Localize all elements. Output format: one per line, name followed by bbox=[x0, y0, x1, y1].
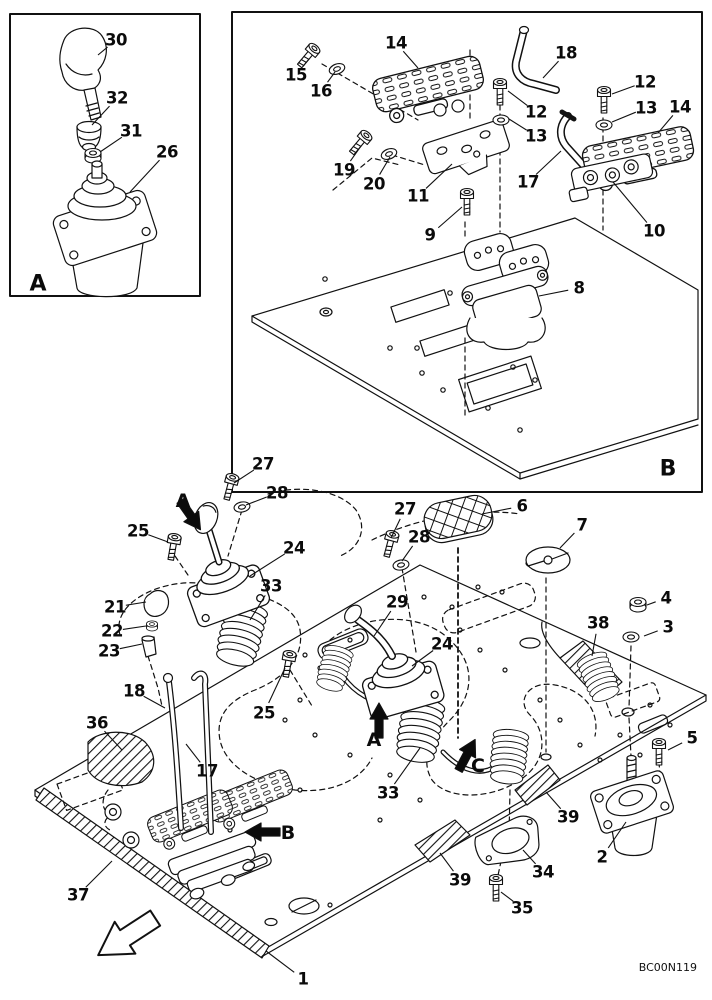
pedal-part-14-left bbox=[369, 53, 490, 128]
leader-line-2 bbox=[607, 821, 627, 849]
leader-line-1 bbox=[265, 950, 295, 973]
leader-line-17 bbox=[535, 150, 562, 175]
leader-line-39 bbox=[439, 852, 454, 872]
lever-part-17 bbox=[557, 109, 588, 170]
valve-part-8 bbox=[461, 232, 550, 351]
bracket-part-11 bbox=[422, 119, 510, 176]
leader-line-28 bbox=[245, 496, 267, 506]
grommet-pad-part-6 bbox=[423, 494, 494, 544]
leader-line-14 bbox=[402, 50, 419, 69]
inset-b-border bbox=[231, 11, 703, 493]
joystick-valve-part-26 bbox=[52, 160, 158, 298]
gasket-part-34 bbox=[474, 815, 540, 866]
leader-line-4 bbox=[646, 601, 656, 606]
leader-line-12 bbox=[507, 90, 528, 106]
cap-part-7 bbox=[525, 546, 571, 574]
leader-line-6 bbox=[481, 507, 512, 515]
leader-line-3 bbox=[643, 630, 658, 637]
leader-line-26 bbox=[129, 159, 160, 193]
leader-line-20 bbox=[379, 156, 391, 175]
leader-line-22 bbox=[122, 625, 147, 630]
leader-line-13 bbox=[611, 111, 637, 123]
leader-line-14 bbox=[657, 115, 674, 134]
leader-line-5 bbox=[667, 742, 683, 751]
joystick-part-24-right bbox=[344, 604, 447, 722]
leader-line-11 bbox=[425, 163, 453, 189]
lever-part-18-main bbox=[162, 672, 184, 831]
leader-line-17 bbox=[185, 743, 201, 763]
leader-line-18 bbox=[143, 695, 166, 709]
leader-line-29 bbox=[373, 610, 392, 637]
leader-line-21 bbox=[125, 601, 147, 606]
leader-line-36 bbox=[104, 730, 123, 751]
leader-line-33 bbox=[249, 595, 266, 621]
leader-line-25 bbox=[148, 534, 169, 543]
leader-line-18 bbox=[542, 60, 559, 79]
leader-line-25 bbox=[268, 667, 286, 704]
hose-guard-part-39-bottom bbox=[414, 819, 471, 863]
inset-b-detail bbox=[231, 11, 703, 493]
leader-line-15 bbox=[302, 58, 310, 67]
leader-line-39 bbox=[545, 791, 562, 810]
leader-line-38 bbox=[591, 633, 597, 657]
leader-line-30 bbox=[97, 46, 108, 56]
knob-part-21 bbox=[143, 589, 170, 617]
leader-line-35 bbox=[500, 891, 514, 902]
leader-line-9 bbox=[437, 206, 463, 229]
lever-part-18 bbox=[511, 25, 560, 94]
leader-line-33 bbox=[393, 747, 421, 785]
leader-line-19 bbox=[349, 145, 362, 162]
leader-line-10 bbox=[612, 181, 648, 223]
leader-line-23 bbox=[119, 643, 143, 650]
pedal-assembly-main bbox=[104, 767, 300, 900]
figure-code: BC00N119 bbox=[638, 961, 697, 974]
leader-line-27 bbox=[390, 518, 401, 539]
leader-line-28 bbox=[401, 545, 414, 562]
leader-line-32 bbox=[91, 105, 110, 126]
inset-b-floor-plate bbox=[251, 217, 699, 480]
handle-part-29 bbox=[344, 604, 396, 660]
leader-line-7 bbox=[559, 532, 575, 549]
hose-guard-part-39-right bbox=[514, 764, 561, 806]
leader-line-24 bbox=[411, 650, 434, 667]
leader-line-24 bbox=[249, 553, 286, 577]
leader-line-27 bbox=[233, 469, 255, 484]
direction-arrow-icon bbox=[97, 909, 162, 957]
pedal-base-part-10 bbox=[568, 153, 654, 203]
leader-line-13 bbox=[508, 118, 527, 131]
leader-line-31 bbox=[99, 136, 123, 153]
handle-shaft-part-30 bbox=[83, 87, 102, 121]
leader-line-37 bbox=[85, 860, 113, 888]
hatched-grommet-part-36 bbox=[87, 731, 155, 787]
leader-line-12 bbox=[611, 85, 635, 95]
inset-a-detail bbox=[9, 13, 201, 298]
leader-line-16 bbox=[327, 71, 336, 83]
lever-part-17-main bbox=[191, 670, 214, 835]
mount-part-2 bbox=[590, 754, 674, 857]
main-construction-lines bbox=[56, 488, 662, 881]
leader-line-8 bbox=[538, 289, 569, 297]
leader-line-34 bbox=[522, 849, 537, 865]
handle-grip-part-30 bbox=[59, 27, 107, 91]
cone-part-23 bbox=[141, 635, 157, 658]
